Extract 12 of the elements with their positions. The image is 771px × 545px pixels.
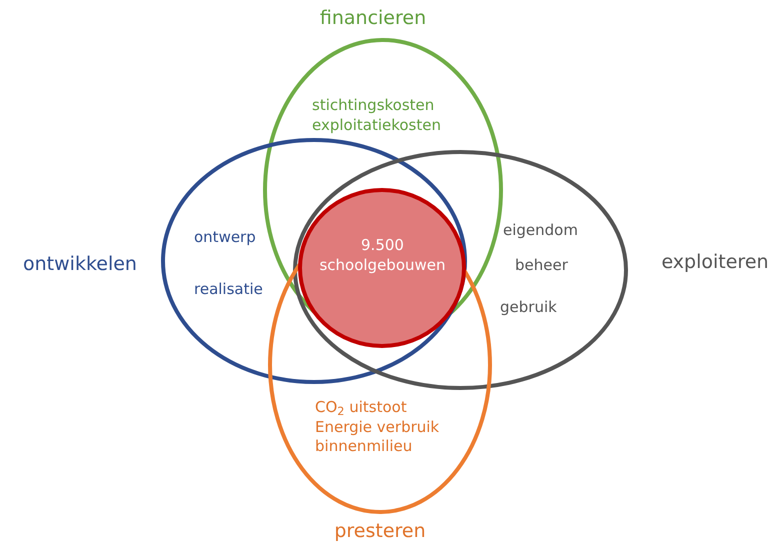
circle-title: ontwikkelen [22, 252, 138, 277]
circle-title: presteren [333, 519, 427, 544]
circle-title: financieren [318, 6, 428, 31]
circle-title: exploiteren [660, 250, 770, 275]
circle-item: ontwerp [194, 228, 257, 248]
circle-items: CO$_{2}$ uitstoot Energie verbruik binnenmilieu [315, 398, 440, 456]
circle-items: stichtingskosten exploitatiekosten [312, 96, 442, 135]
circle-item: beheer [515, 256, 569, 276]
circle-item: eigendom [503, 221, 579, 240]
center-label: 9.500 schoolgebouwen [318, 236, 447, 275]
circle-item: gebruik [500, 298, 558, 318]
circle-item: realisatie [194, 280, 264, 300]
